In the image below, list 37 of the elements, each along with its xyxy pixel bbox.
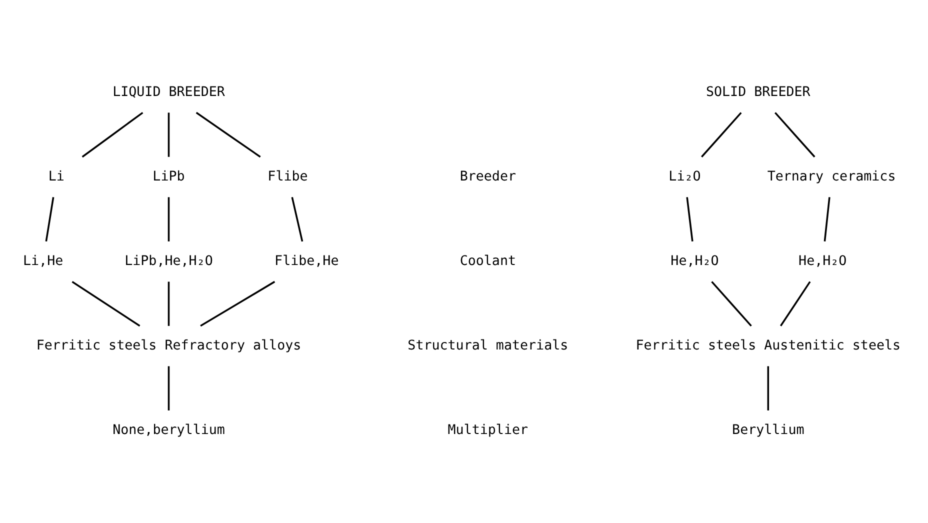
- connector: [767, 366, 770, 410]
- node-text: SOLID BREEDER: [706, 84, 810, 100]
- connector: [780, 281, 811, 326]
- node-text: Li₂O: [668, 169, 701, 184]
- connector: [168, 197, 170, 242]
- node-text: Beryllium: [732, 422, 804, 438]
- node-text: LIQUID BREEDER: [112, 84, 225, 100]
- connector: [291, 196, 304, 242]
- connector: [686, 197, 694, 242]
- node-text: Li,He: [23, 254, 64, 269]
- connector: [774, 112, 816, 158]
- node-text: Ferritic steels Austenitic steels: [636, 338, 901, 354]
- connector: [168, 366, 170, 410]
- connector: [824, 197, 830, 242]
- connector: [200, 280, 276, 327]
- connector: [196, 112, 261, 158]
- node-text: He,H₂O: [798, 254, 847, 269]
- connector: [45, 197, 54, 242]
- node-text: Ternary ceramics: [767, 169, 896, 184]
- connector: [711, 281, 752, 327]
- connector: [701, 112, 742, 158]
- connector: [168, 112, 170, 157]
- node-text: Ferritic steels Refractory alloys: [36, 338, 302, 354]
- connector: [72, 280, 140, 327]
- label: Multiplier: [448, 422, 528, 438]
- node-text: Li: [48, 169, 64, 184]
- connector: [82, 112, 144, 158]
- node-text: LiPb: [152, 169, 185, 184]
- label: Structural materials: [408, 338, 568, 354]
- label: Coolant: [460, 254, 516, 269]
- node-text: None,beryllium: [112, 422, 225, 438]
- node-text: Flibe,He: [274, 254, 339, 269]
- label: Breeder: [460, 169, 516, 184]
- node-text: He,H₂O: [670, 254, 719, 269]
- node-text: Flibe: [268, 169, 308, 184]
- node-text: LiPb,He,H₂O: [124, 254, 213, 269]
- connector: [168, 282, 170, 326]
